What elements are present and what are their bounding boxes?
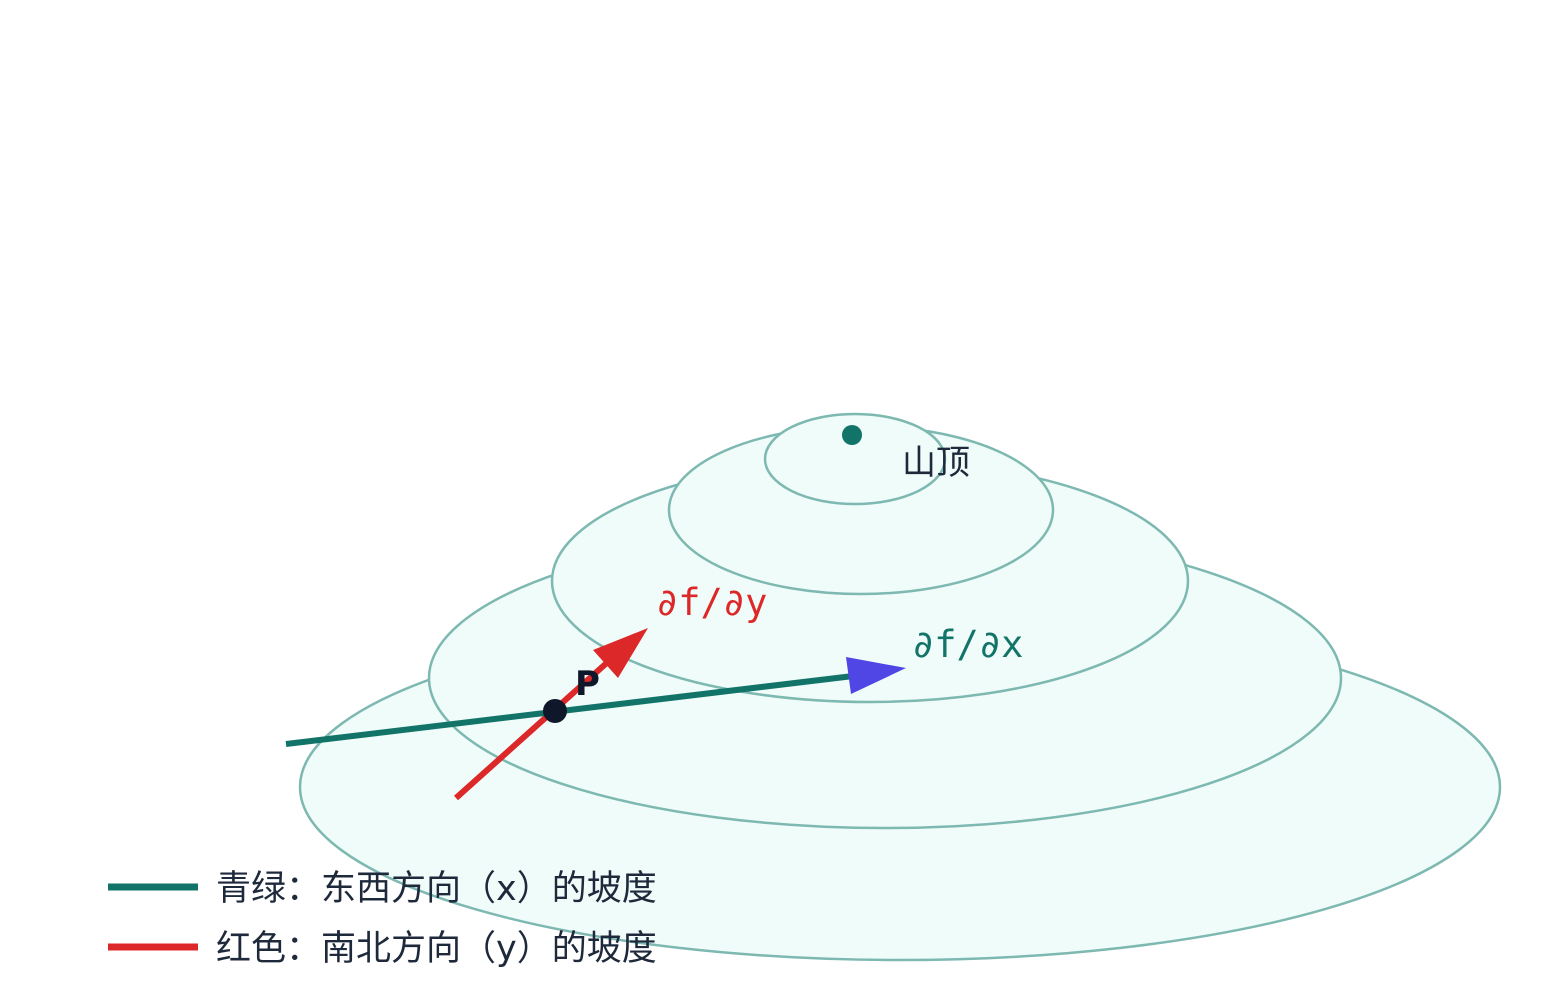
partial-x-label: ∂f/∂x	[912, 623, 1023, 666]
point-p-label: P	[575, 664, 600, 704]
partial-x-arrow	[285, 657, 906, 747]
point-p-dot	[543, 699, 567, 723]
partial-y-label: ∂f/∂y	[656, 581, 767, 624]
summit-label: 山顶	[902, 443, 970, 483]
partial-y-arrowhead	[593, 628, 648, 678]
legend: 青绿：东西方向（x）的坡度 红色：南北方向（y）的坡度	[108, 869, 657, 969]
contour-lines	[298, 412, 1502, 962]
partial-x-arrowhead	[846, 657, 906, 694]
partial-y-arrow	[453, 628, 648, 801]
contour-level-5	[763, 412, 947, 506]
partial-y-arrow-shaft	[453, 657, 613, 801]
legend-item-y: 红色：南北方向（y）的坡度	[216, 929, 657, 969]
legend-item-x: 青绿：东西方向（x）的坡度	[216, 869, 657, 909]
partial-x-arrow-shaft	[285, 671, 871, 747]
summit-dot	[842, 425, 862, 445]
